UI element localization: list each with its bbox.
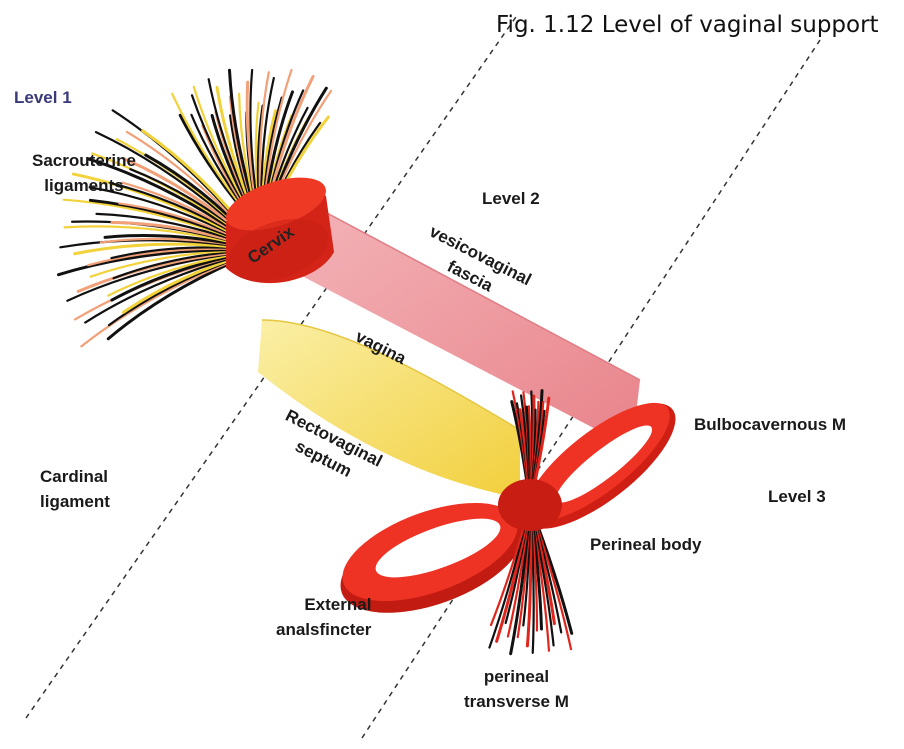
level-1-label: Level 1	[14, 88, 72, 107]
sacrouterine-ligaments-label: Sacrouterine ligaments	[32, 151, 136, 195]
cervix-cylinder	[226, 177, 334, 284]
external-anal-sphincter-ring	[340, 502, 524, 613]
perineal-body-label: Perineal body	[590, 535, 702, 554]
rectovaginal-septum-band	[258, 319, 521, 498]
vesicovaginal-fascia-band	[300, 204, 641, 448]
external-anal-sphincter-label: External analsfincter	[276, 595, 372, 639]
bulbocavernous-ring	[524, 402, 676, 529]
level-divider-line-1	[25, 13, 519, 719]
level-3-label: Level 3	[768, 487, 826, 506]
perineal-transverse-label: perineal transverse M	[464, 667, 569, 711]
cardinal-ligament-label: Cardinal ligament	[40, 467, 110, 511]
figure-title: Fig. 1.12 Level of vaginal support	[496, 12, 879, 38]
perineal-body	[498, 479, 562, 531]
bulbocavernous-label: Bulbocavernous M	[694, 415, 847, 434]
level-2-label: Level 2	[482, 189, 540, 208]
